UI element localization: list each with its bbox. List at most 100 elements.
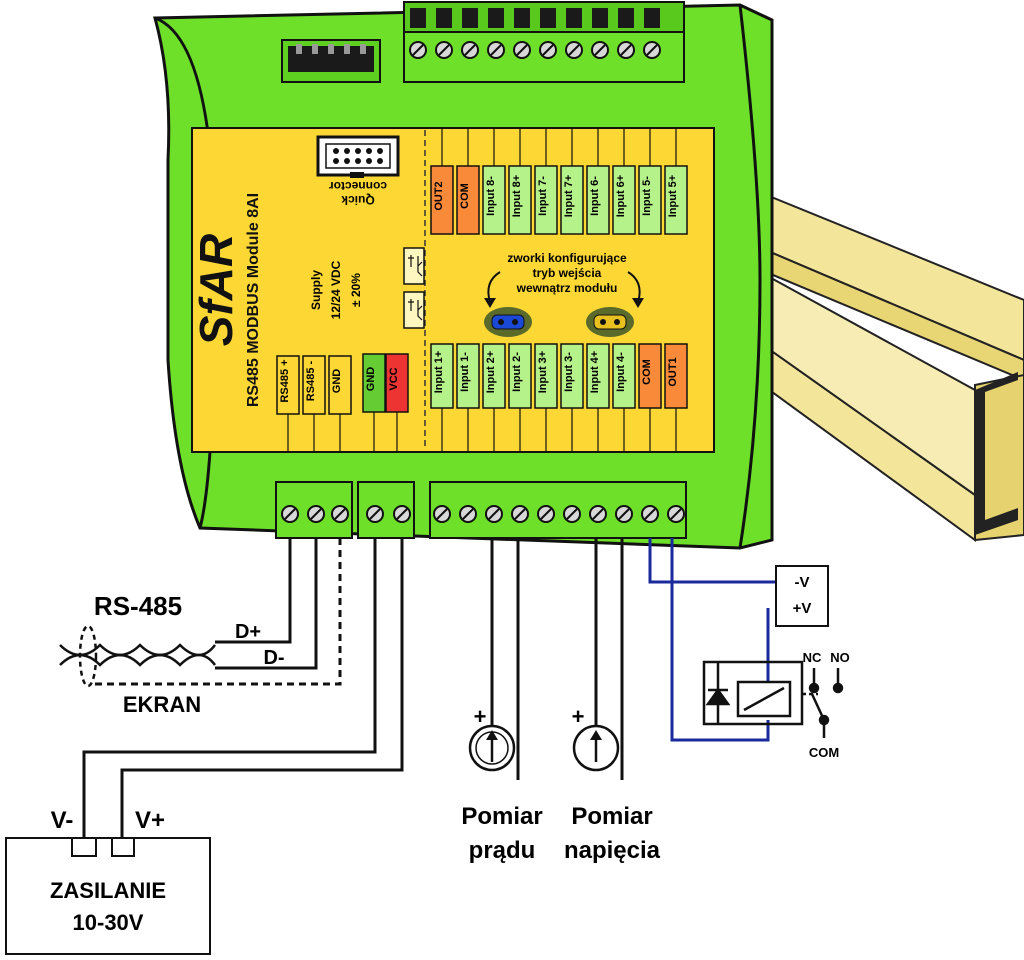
io-terminal-screw	[537, 505, 555, 523]
jumper-note-line-2: tryb wejścia	[533, 266, 602, 280]
io-terminal-screw	[433, 505, 451, 523]
comm-pin-labels: RS485 + RS485 - GND	[276, 355, 352, 452]
supply-tolerance: ± 20%	[349, 273, 363, 307]
jumper-yellow	[586, 307, 634, 337]
pin-power-gnd: GND	[362, 353, 386, 452]
pin-top-input-6: Input 6-	[586, 128, 610, 235]
top-terminal-screw	[435, 41, 453, 59]
io-terminal-screw	[615, 505, 633, 523]
pin-label-bottom-input-1: Input 1-	[459, 352, 471, 392]
top-terminal-screw	[565, 41, 583, 59]
quick-connector-pin	[355, 158, 361, 164]
pin-bottom-out1: OUT1	[664, 343, 688, 452]
relay-supply-box	[775, 565, 829, 627]
supply-label: Supply	[309, 270, 323, 310]
relay-nc-label: NC	[803, 650, 822, 665]
quick-connector-pin	[366, 148, 372, 154]
io-terminal-screw	[511, 505, 529, 523]
quick-connector-pin	[377, 148, 383, 154]
current-measure-label-1: Pomiar	[461, 803, 542, 830]
pin-label-bottom-out1: OUT1	[667, 357, 679, 386]
pin-label-power-gnd: GND	[365, 367, 377, 392]
rs485-twisted-pair	[59, 624, 216, 688]
pin-label-top-input-8: Input 8-	[485, 176, 497, 216]
io-terminal-screw	[589, 505, 607, 523]
top-terminal-screw	[539, 41, 557, 59]
pin-bottom-input-3: Input 3+	[534, 343, 558, 452]
relay-supply-minus: -V	[795, 574, 810, 591]
comm-terminal-screw	[331, 505, 349, 523]
io-terminal-screw	[641, 505, 659, 523]
pin-label-top-input-6: Input 6-	[589, 176, 601, 216]
power-pin-labels: GND VCC	[362, 353, 409, 452]
pin-label-bottom-input-3: Input 3-	[563, 352, 575, 392]
d-plus-label: D+	[235, 621, 261, 643]
quick-connector-pin	[355, 148, 361, 154]
relay-supply-plus: +V	[793, 600, 812, 617]
pin-top-input-5: Input 5-	[638, 128, 662, 235]
d-minus-label: D-	[263, 647, 284, 669]
wires	[82, 538, 624, 840]
brand-logo: SfAR	[190, 234, 242, 346]
top-terminal-screw	[591, 41, 609, 59]
current-measure-label-2: prądu	[469, 837, 536, 864]
io-terminal-screw	[563, 505, 581, 523]
pin-bottom-com: COM	[638, 343, 662, 452]
pin-label-top-com: COM	[459, 183, 471, 209]
quick-connector-pin	[377, 158, 383, 164]
pin-top-input-5: Input 5+	[664, 128, 688, 235]
module-model: RS485 MODBUS Module 8AI	[245, 193, 262, 407]
pin-label-top-input-8: Input 8+	[511, 175, 523, 217]
pin-label-top-input-7: Input 7-	[537, 176, 549, 216]
power-supply-box	[5, 837, 211, 955]
io-terminal-screw	[667, 505, 685, 523]
voltage-measure-label-1: Pomiar	[571, 803, 652, 830]
pin-label-bottom-com: COM	[641, 359, 653, 385]
comm-terminal-screw	[307, 505, 325, 523]
din-rail	[741, 183, 1024, 542]
supply-voltage: 12/24 VDC	[329, 260, 343, 319]
current-plus-sign: +	[474, 704, 487, 729]
pin-comm-rs485: RS485 +	[276, 355, 300, 452]
pin-bottom-input-1: Input 1+	[430, 343, 454, 452]
pin-bottom-input-1: Input 1-	[456, 343, 480, 452]
pin-label-top-input-7: Input 7+	[563, 175, 575, 217]
pin-label-top-input-5: Input 5-	[641, 176, 653, 216]
jumper-note-line-1: zworki konfigurujące	[507, 251, 627, 265]
pin-label-bottom-input-1: Input 1+	[433, 351, 445, 393]
pin-label-top-out2: OUT2	[433, 181, 445, 210]
io-terminal-screw	[459, 505, 477, 523]
quick-connector-pin	[366, 158, 372, 164]
pin-label-power-vcc: VCC	[388, 367, 400, 390]
relay-com-label: COM	[809, 745, 839, 760]
pin-top-out2: OUT2	[430, 128, 454, 235]
pin-label-bottom-input-2: Input 2+	[485, 351, 497, 393]
bottom-pin-labels: Input 1+ Input 1- Input 2+ Input 2- Input 3+…	[430, 343, 688, 452]
pin-bottom-input-3: Input 3-	[560, 343, 584, 452]
power-supply-label-2: 10-30V	[73, 910, 144, 935]
top-header-connector	[281, 39, 381, 83]
top-pin-labels: OUT2 COM Input 8- Input 8+ Input 7- Input 7+ I…	[430, 128, 688, 235]
voltmeter-icon	[572, 724, 620, 772]
shield-label: EKRAN	[123, 692, 201, 717]
pin-bottom-input-2: Input 2-	[508, 343, 532, 452]
relay-no-label: NO	[830, 650, 850, 665]
jumper-blue	[484, 307, 532, 337]
pin-power-vcc: VCC	[385, 353, 409, 452]
pin-label-comm-gnd: GND	[331, 369, 343, 394]
pin-top-input-7: Input 7+	[560, 128, 584, 235]
power-supply-label-1: ZASILANIE	[50, 878, 166, 903]
quick-connector-label-1: Quick	[341, 193, 375, 207]
quick-connector-pin	[333, 158, 339, 164]
top-terminal-screw	[461, 41, 479, 59]
pin-comm-gnd: GND	[328, 355, 352, 452]
top-terminal-screw	[617, 41, 635, 59]
pin-label-bottom-input-2: Input 2-	[511, 352, 523, 392]
top-terminal-screw	[643, 41, 661, 59]
comm-terminal-screw	[281, 505, 299, 523]
quick-connector-pin	[333, 148, 339, 154]
io-terminal-screw	[485, 505, 503, 523]
pin-label-comm-rs485: RS485 -	[305, 360, 317, 401]
top-terminal-screw	[409, 41, 427, 59]
